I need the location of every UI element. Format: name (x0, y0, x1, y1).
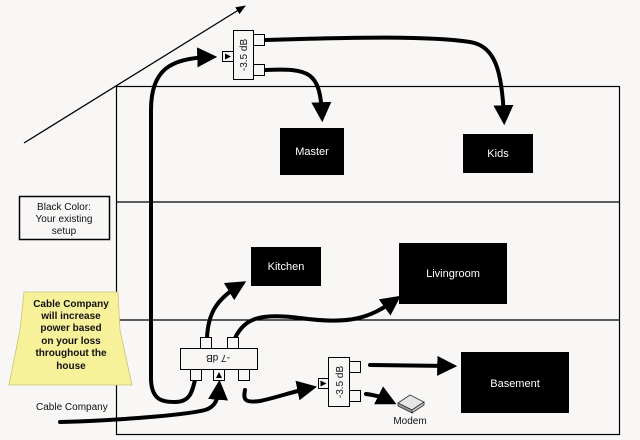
modem: Modem (393, 394, 427, 427)
legend-box: Black Color: Your existing setup (18, 195, 111, 241)
room-kids-label: Kids (487, 148, 509, 160)
splitter-main-out-bottom-1 (190, 369, 202, 381)
note-line-5: throughout the (35, 348, 107, 359)
room-livingroom: Livingroom (399, 243, 507, 304)
cable-company-label: Cable Company (36, 402, 108, 413)
cable-company-note: Cable Company will increase power based … (8, 291, 133, 386)
cable-to-attic-splitter (149, 47, 218, 405)
room-kids: Kids (463, 134, 533, 173)
note-line-6: house (56, 361, 86, 372)
house-outline (115, 85, 621, 436)
splitter-main-out-top-2 (227, 337, 239, 349)
cable-to-basement-splitter (242, 380, 318, 404)
cable-to-master (263, 67, 332, 123)
roof-line (23, 5, 246, 144)
splitter-basement-out-2 (349, 390, 361, 402)
modem-label: Modem (393, 416, 426, 427)
note-line-2: will increase (40, 311, 101, 322)
input-arrow-icon (216, 372, 222, 378)
splitter-attic-out-2 (253, 64, 265, 76)
splitter-attic-label: -3.5 dB (239, 39, 250, 72)
room-kitchen-label: Kitchen (268, 261, 305, 273)
splitter-main-label: -7 dB (206, 352, 230, 363)
splitter-main-out-top-1 (200, 337, 212, 349)
note-line-4: on your loss (41, 336, 101, 347)
input-arrow-icon (225, 53, 231, 60)
legend-line-3: setup (52, 226, 77, 237)
splitter-attic-out-1 (253, 34, 265, 46)
splitter-main-out-bottom-2 (238, 369, 250, 381)
legend-line-2: Your existing (36, 214, 93, 225)
room-basement-label: Basement (490, 378, 540, 390)
room-basement: Basement (461, 352, 569, 413)
room-master-label: Master (295, 146, 329, 158)
splitter-basement-label: -3.5 dB (335, 366, 346, 399)
cable-incoming (58, 379, 228, 424)
room-master: Master (280, 128, 344, 175)
cable-to-modem (364, 386, 397, 405)
room-livingroom-label: Livingroom (426, 268, 480, 280)
note-line-3: power based (40, 323, 101, 334)
cable-to-kitchen (205, 281, 247, 340)
input-arrow-icon (320, 380, 327, 387)
room-kitchen: Kitchen (251, 247, 321, 286)
note-line-1: Cable Company (33, 299, 109, 310)
splitter-attic: -3.5 dB (222, 30, 265, 80)
legend-line-1: Black Color: (37, 202, 91, 213)
cable-to-kids (263, 35, 514, 126)
splitter-basement: -3.5 dB (318, 357, 361, 407)
cable-to-livingroom (233, 295, 401, 340)
splitter-main: -7 dB (180, 337, 258, 381)
modem-icon (397, 394, 425, 414)
splitter-basement-out-1 (349, 361, 361, 373)
cable-to-basement (368, 355, 458, 376)
